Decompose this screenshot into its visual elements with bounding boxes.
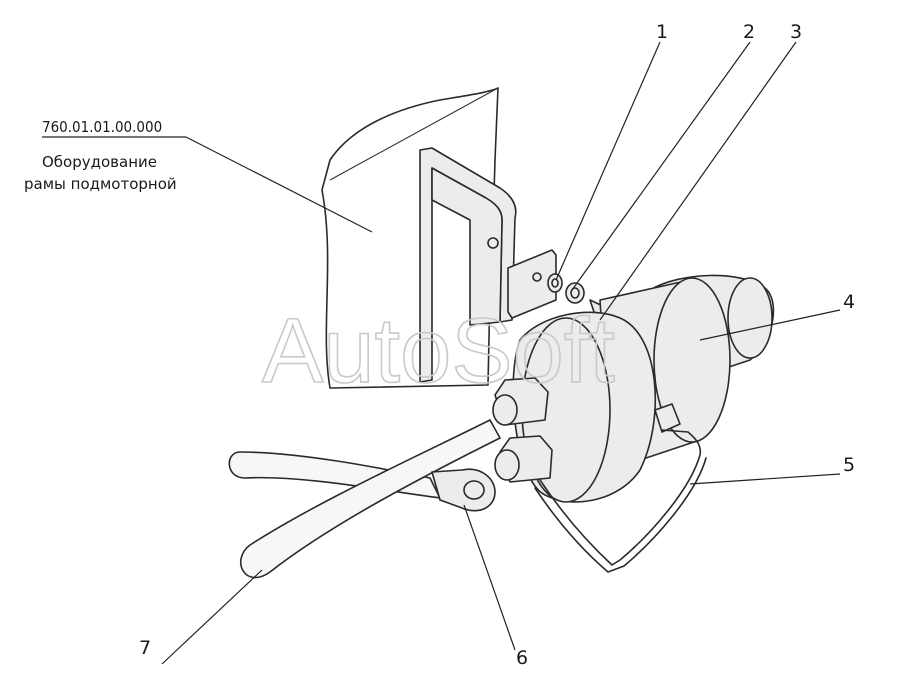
watermark-text: AutoSoft (262, 300, 615, 402)
reference-code: 760.01.01.00.000 (42, 118, 162, 136)
cable-lug-part-6 (431, 468, 496, 512)
wire-clip-part-5 (534, 429, 707, 573)
relay-body-part-4 (512, 274, 775, 503)
reference-desc-line2: рамы подмоторной (24, 175, 177, 193)
callout-4: 4 (843, 291, 855, 313)
reference-desc-line1: Оборудование (42, 153, 157, 171)
callout-1: 1 (656, 21, 668, 43)
callout-2: 2 (743, 21, 755, 43)
callout-3: 3 (790, 21, 802, 43)
callout-5: 5 (843, 454, 855, 476)
callout-7: 7 (139, 637, 151, 659)
mounting-bracket (419, 147, 557, 383)
terminal-bolts (492, 377, 553, 483)
nut-part-1 (547, 273, 563, 293)
callout-6: 6 (516, 647, 528, 669)
leader-lines (42, 41, 841, 665)
washer-part-2 (565, 282, 585, 304)
